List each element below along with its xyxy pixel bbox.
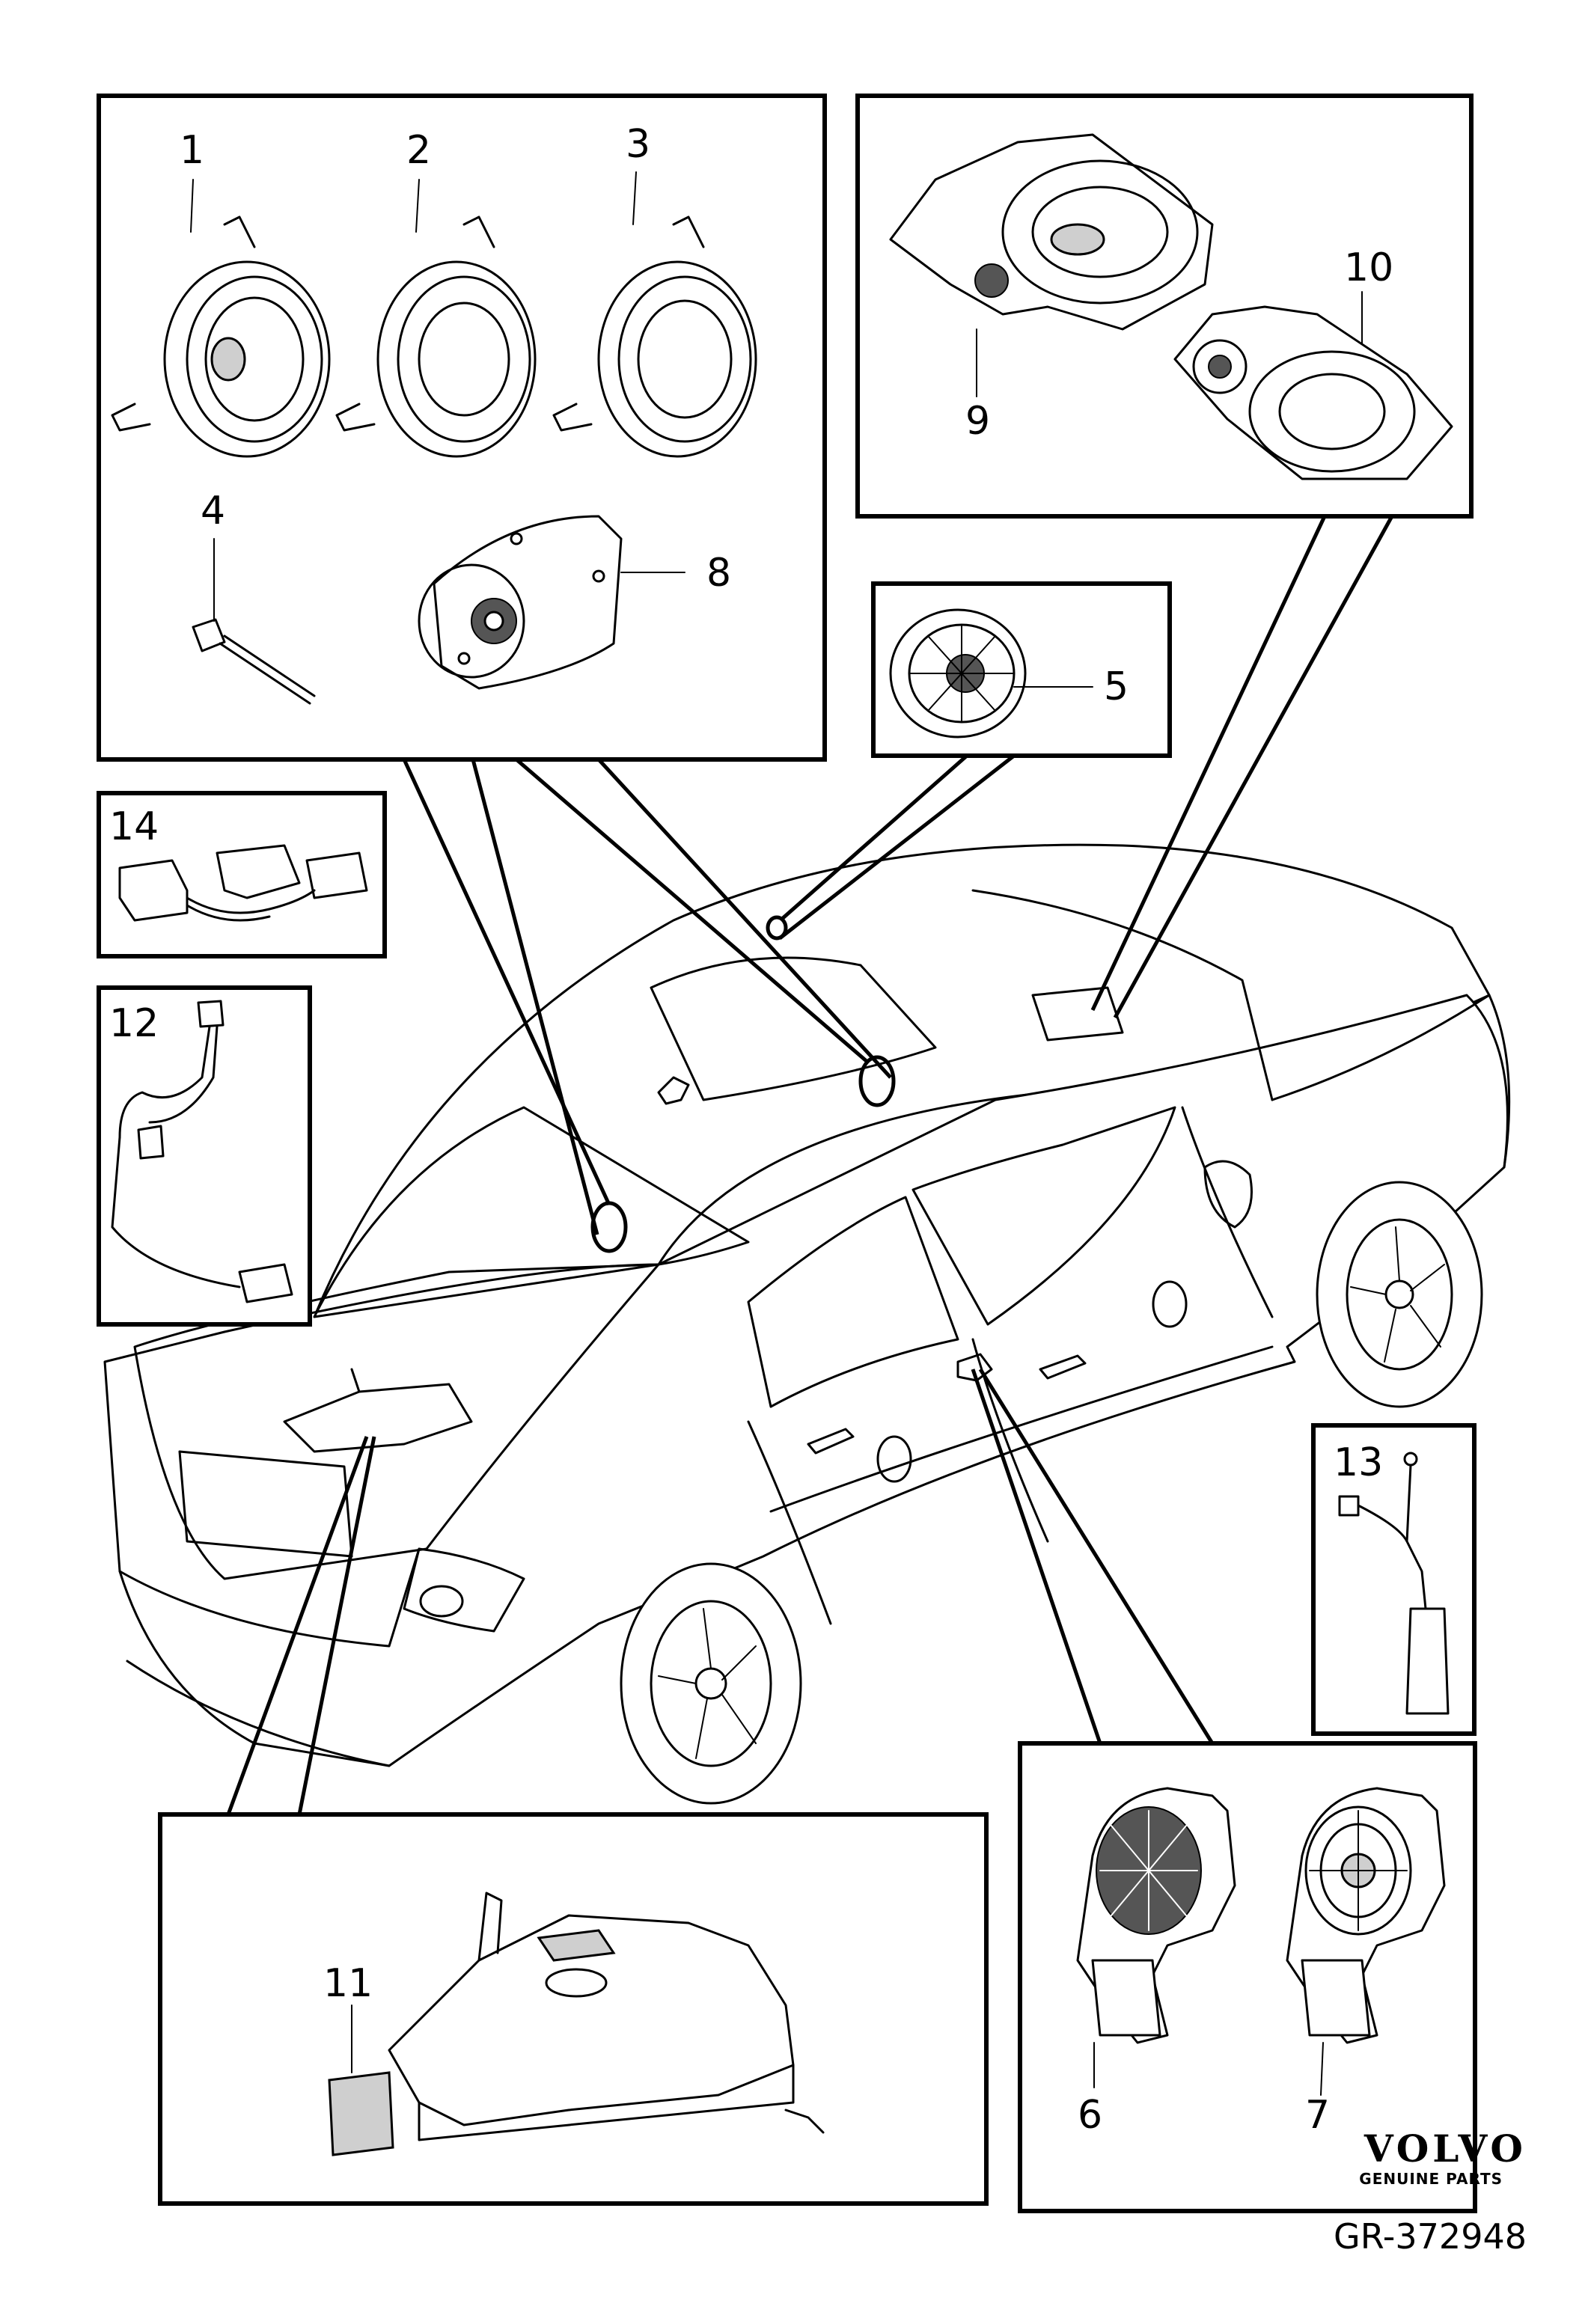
speaker-1-icon <box>111 215 331 458</box>
callout-4: 4 <box>201 489 225 533</box>
callout-14: 14 <box>109 804 159 849</box>
volvo-logo: VOLVO <box>1364 2126 1527 2171</box>
callout-5: 5 <box>1104 664 1129 709</box>
callout-9: 9 <box>965 399 990 444</box>
genuine-parts-tagline: GENUINE PARTS <box>1359 2170 1503 2188</box>
panel-speakers-door: 6 7 <box>1018 1741 1477 2213</box>
panel-speaker-5: 5 <box>871 581 1172 758</box>
callout-1: 1 <box>180 128 204 173</box>
rivet-4-icon <box>192 618 316 705</box>
panel-amplifier-11: 11 <box>158 1812 989 2206</box>
leader-lines <box>226 515 1394 1815</box>
panel-harness-13: 13 <box>1311 1423 1477 1736</box>
callout-11: 11 <box>323 1961 373 2006</box>
speaker-7-icon <box>1286 1787 1446 2044</box>
callout-8: 8 <box>706 551 731 596</box>
callout-2: 2 <box>406 128 431 173</box>
callout-10: 10 <box>1344 245 1393 290</box>
speaker-3-icon <box>552 215 757 458</box>
panel-speakers-rear: 1 2 3 4 8 <box>97 94 827 762</box>
figure-id: GR-372948 <box>1334 2216 1527 2257</box>
callout-6: 6 <box>1078 2093 1102 2138</box>
dash-speaker-10-icon <box>1173 305 1453 480</box>
tweeter-5-icon <box>889 608 1027 739</box>
panel-harness-12: 12 <box>97 985 312 1327</box>
callout-3: 3 <box>626 122 650 167</box>
speaker-2-icon <box>335 215 537 458</box>
callout-7: 7 <box>1305 2093 1330 2138</box>
harness-12-icon <box>111 1000 293 1303</box>
harness-14-icon <box>118 844 368 922</box>
callout-13: 13 <box>1334 1440 1383 1485</box>
callout-12: 12 <box>109 1001 159 1046</box>
harness-13-icon <box>1338 1452 1450 1715</box>
panel-harness-14: 14 <box>97 791 387 958</box>
center-speaker-9-icon <box>889 133 1214 331</box>
speaker-6-icon <box>1076 1787 1236 2044</box>
panel-speakers-dash: 9 10 <box>855 94 1474 519</box>
tweeter-8-icon <box>418 515 623 690</box>
amplifier-11-icon <box>328 1892 825 2156</box>
